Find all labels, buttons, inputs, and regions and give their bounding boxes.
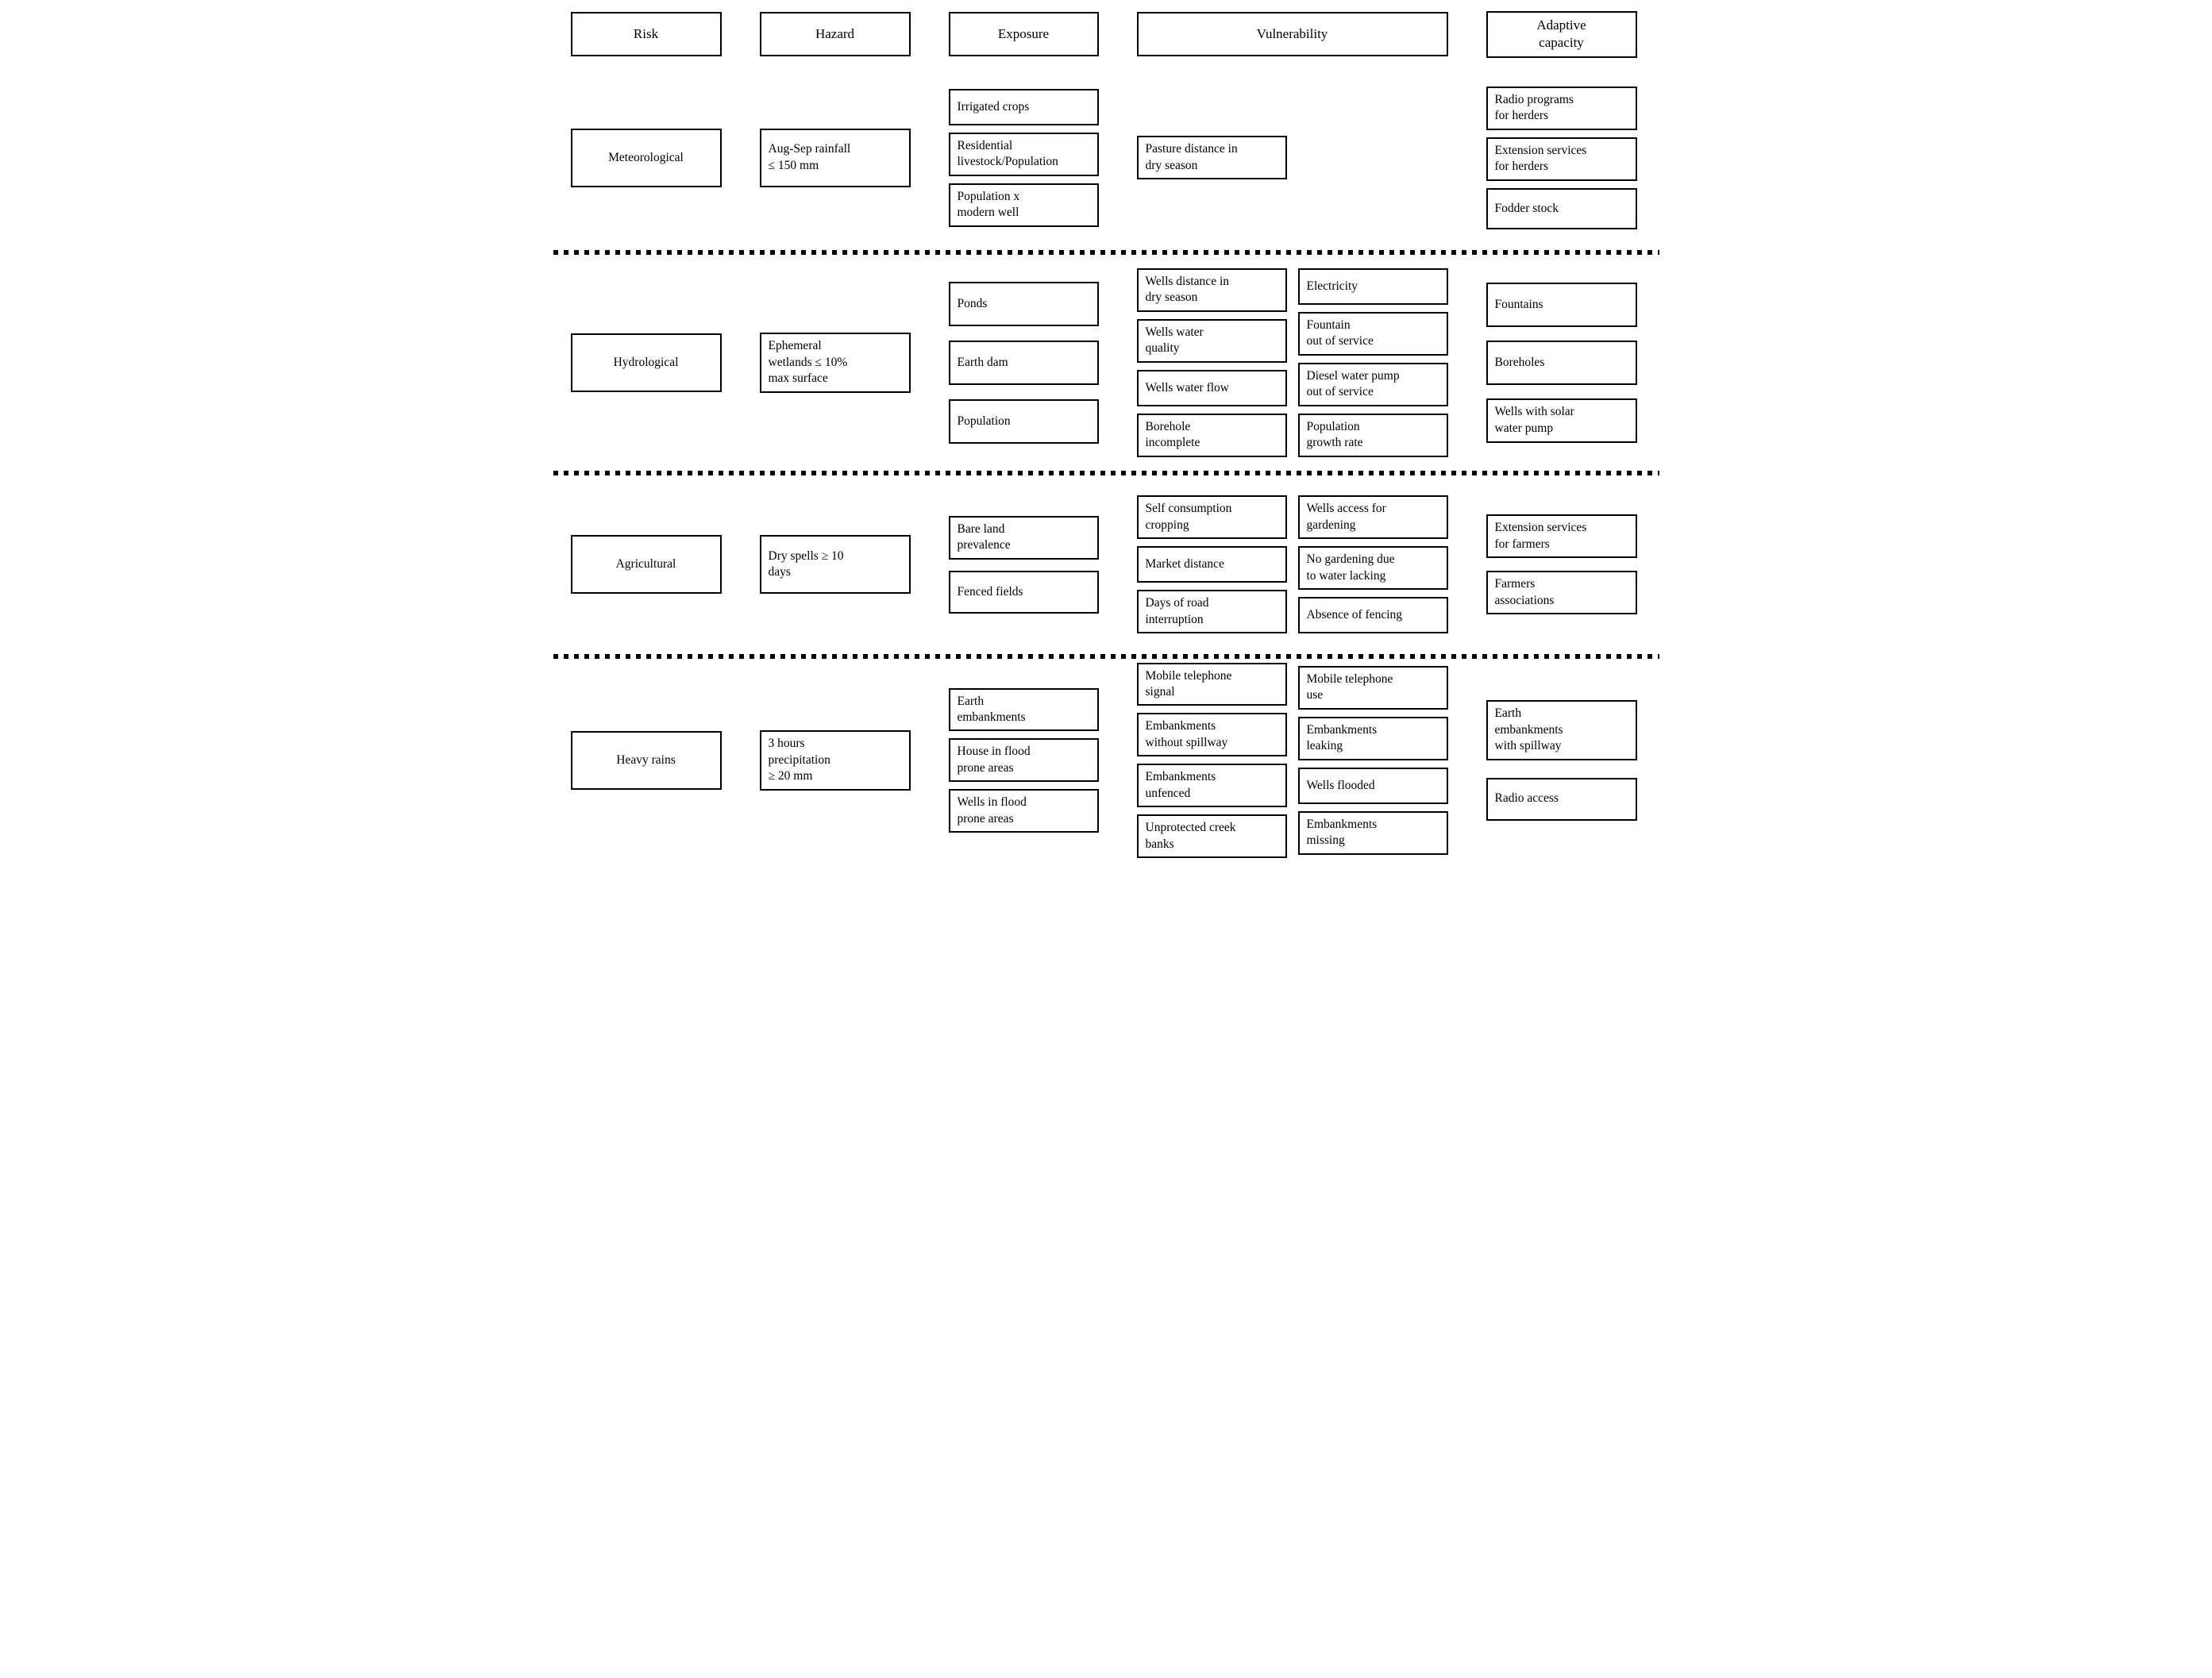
vulnerability-subcol-2: Wells access for gardening No gardening … [1297,495,1448,634]
box-self-consumption-cropping: Self consumption cropping [1136,495,1287,540]
box-fenced-fields: Fenced fields [948,570,1099,614]
box-ponds: Ponds [948,281,1099,326]
box-wells-access-for-gardening: Wells access for gardening [1297,495,1448,540]
box-irrigated-crops: Irrigated crops [948,88,1099,125]
box-diesel-water-pump-out-of-service: Diesel water pump out of service [1297,362,1448,406]
box-embankments-unfenced: Embankments unfenced [1136,764,1287,808]
cell-exposure-meteorological: Irrigated crops Residential livestock/Po… [948,87,1099,229]
cell-exposure-agricultural: Bare land prevalence Fenced fields [948,495,1099,633]
box-radio-access: Radio access [1486,777,1637,821]
box-fountains: Fountains [1486,282,1637,327]
cell-vulnerability-heavy-rains: Mobile telephone signal Embankments with… [1136,662,1448,859]
box-population: Population [948,398,1099,444]
box-wells-water-flow: Wells water flow [1136,369,1287,406]
cell-adaptive-heavy-rains: Earth embankments with spillway Radio ac… [1486,663,1637,859]
header-hazard: Hazard [759,12,911,57]
box-earth-embankments-with-spillway: Earth embankments with spillway [1486,700,1637,760]
section-heavy-rains: Heavy rains 3 hours precipitation ≥ 20 m… [553,660,1659,860]
header-adaptive-capacity: Adaptive capacity [1486,11,1637,58]
box-wells-water-quality: Wells water quality [1136,318,1287,363]
header-exposure: Exposure [948,12,1099,57]
cell-vulnerability-agricultural: Self consumption cropping Market distanc… [1136,495,1448,634]
box-earth-dam: Earth dam [948,340,1099,385]
cell-exposure-hydrological: Ponds Earth dam Population [948,268,1099,457]
box-population-x-modern-well: Population x modern well [948,183,1099,227]
cell-vulnerability-meteorological: Pasture distance in dry season [1136,87,1448,229]
box-embankments-leaking: Embankments leaking [1297,716,1448,760]
box-no-gardening-due-to-water-lacking: No gardening due to water lacking [1297,546,1448,591]
cell-hazard-meteorological: Aug-Sep rainfall ≤ 150 mm [759,87,911,229]
box-boreholes: Boreholes [1486,340,1637,385]
header-vulnerability: Vulnerability [1136,12,1448,57]
vulnerability-subcol-2: Mobile telephone use Embankments leaking… [1297,663,1448,859]
box-mobile-telephone-signal: Mobile telephone signal [1136,662,1287,706]
row-separator [553,249,1659,255]
box-risk-agricultural: Agricultural [570,535,722,595]
box-3-hours-precipitation: 3 hours precipitation ≥ 20 mm [759,730,911,791]
box-wells-in-flood-prone-areas: Wells in flood prone areas [948,789,1099,833]
box-risk-meteorological: Meteorological [570,128,722,187]
cell-vulnerability-hydrological: Wells distance in dry season Wells water… [1136,268,1448,457]
cell-risk-meteorological: Meteorological [570,87,722,229]
box-risk-hydrological: Hydrological [570,333,722,392]
cell-hazard-hydrological: Ephemeral wetlands ≤ 10% max surface [759,268,911,457]
box-fountain-out-of-service: Fountain out of service [1297,312,1448,356]
box-ephemeral-wetlands: Ephemeral wetlands ≤ 10% max surface [759,333,911,393]
cell-hazard-heavy-rains: 3 hours precipitation ≥ 20 mm [759,663,911,859]
header-row: Risk Hazard Exposure Vulnerability Adapt… [553,11,1659,58]
box-pasture-distance-dry-season: Pasture distance in dry season [1136,136,1287,180]
section-meteorological: Meteorological Aug-Sep rainfall ≤ 150 mm… [553,67,1659,248]
box-radio-programs-for-herders: Radio programs for herders [1486,86,1637,130]
box-extension-services-for-herders: Extension services for herders [1486,137,1637,181]
box-fodder-stock: Fodder stock [1486,187,1637,229]
vulnerability-subcol-1: Mobile telephone signal Embankments with… [1136,662,1287,859]
section-hydrological: Hydrological Ephemeral wetlands ≤ 10% ma… [553,256,1659,469]
cell-risk-hydrological: Hydrological [570,268,722,457]
header-risk: Risk [570,12,722,57]
box-embankments-missing: Embankments missing [1297,810,1448,855]
vulnerability-subcol-2: Electricity Fountain out of service Dies… [1297,268,1448,457]
box-extension-services-for-farmers: Extension services for farmers [1486,514,1637,559]
box-wells-distance-dry-season: Wells distance in dry season [1136,268,1287,312]
cell-hazard-agricultural: Dry spells ≥ 10 days [759,495,911,633]
cell-risk-heavy-rains: Heavy rains [570,663,722,859]
vulnerability-subcol-1: Self consumption cropping Market distanc… [1136,495,1287,634]
box-embankments-without-spillway: Embankments without spillway [1136,713,1287,757]
row-separator [553,653,1659,659]
box-borehole-incomplete: Borehole incomplete [1136,413,1287,457]
box-electricity: Electricity [1297,268,1448,306]
cell-adaptive-hydrological: Fountains Boreholes Wells with solar wat… [1486,268,1637,457]
section-agricultural: Agricultural Dry spells ≥ 10 days Bare l… [553,477,1659,652]
box-mobile-telephone-use: Mobile telephone use [1297,666,1448,710]
cell-risk-agricultural: Agricultural [570,495,722,633]
vulnerability-subcol-2 [1298,87,1448,229]
risk-framework-diagram: Risk Hazard Exposure Vulnerability Adapt… [553,0,1659,860]
box-days-of-road-interruption: Days of road interruption [1136,590,1287,634]
box-population-growth-rate: Population growth rate [1297,413,1448,457]
box-dry-spells: Dry spells ≥ 10 days [759,535,911,595]
box-residential-livestock-population: Residential livestock/Population [948,132,1099,176]
box-risk-heavy-rains: Heavy rains [570,730,722,790]
box-earth-embankments: Earth embankments [948,687,1099,732]
vulnerability-subcol-1: Pasture distance in dry season [1136,87,1287,229]
box-bare-land-prevalence: Bare land prevalence [948,515,1099,560]
row-separator [553,470,1659,475]
cell-adaptive-meteorological: Radio programs for herders Extension ser… [1486,86,1637,229]
vulnerability-subcol-1: Wells distance in dry season Wells water… [1136,268,1287,457]
box-house-in-flood-prone-areas: House in flood prone areas [948,738,1099,783]
box-aug-sep-rainfall: Aug-Sep rainfall ≤ 150 mm [759,128,911,187]
box-farmers-associations: Farmers associations [1486,571,1637,615]
cell-adaptive-agricultural: Extension services for farmers Farmers a… [1486,495,1637,633]
cell-exposure-heavy-rains: Earth embankments House in flood prone a… [948,663,1099,859]
box-wells-flooded: Wells flooded [1297,767,1448,804]
box-absence-of-fencing: Absence of fencing [1297,597,1448,634]
box-unprotected-creek-banks: Unprotected creek banks [1136,814,1287,859]
box-market-distance: Market distance [1136,546,1287,583]
box-wells-with-solar-water-pump: Wells with solar water pump [1486,398,1637,443]
